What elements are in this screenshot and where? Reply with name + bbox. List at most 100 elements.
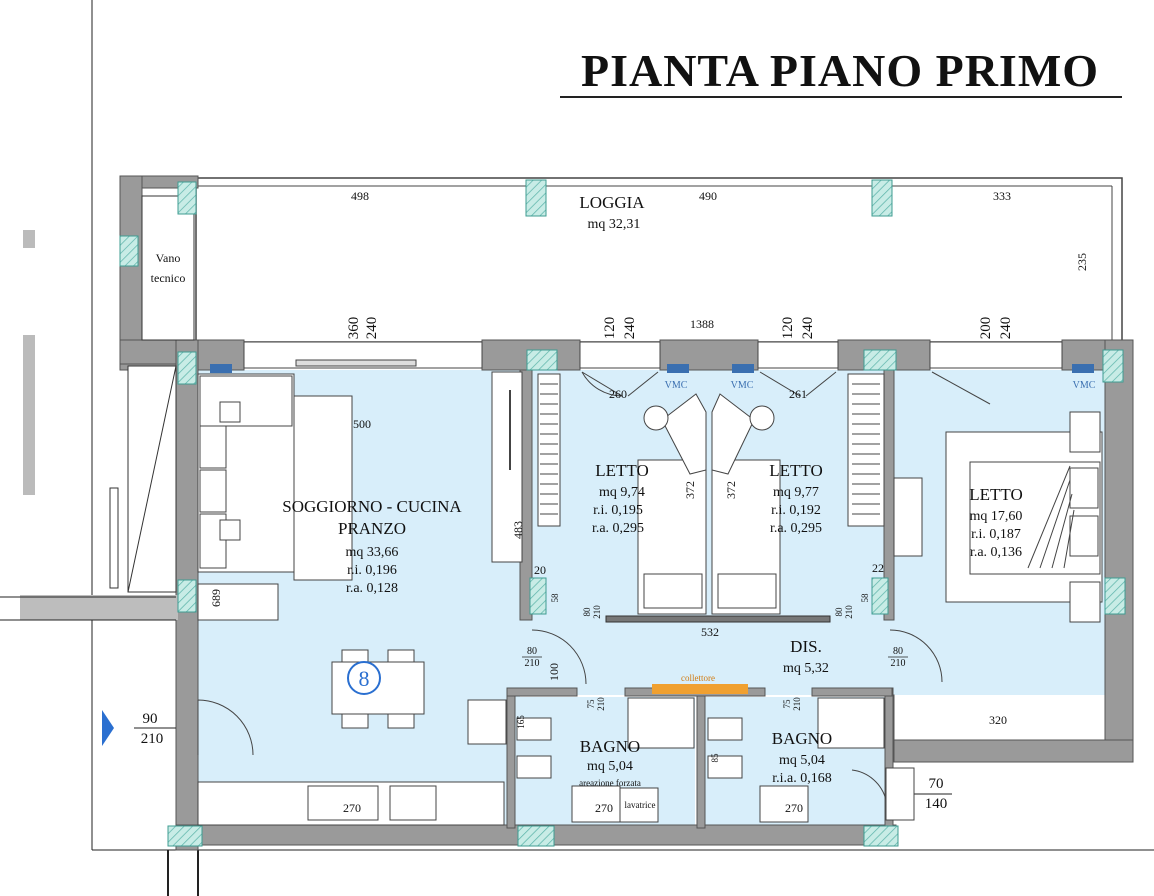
letto3-name: LETTO	[969, 485, 1023, 504]
sliding-door	[605, 615, 831, 623]
letto1-ri: r.i. 0,195	[593, 503, 643, 518]
dim-270-bagno1: 270	[595, 801, 613, 815]
dim-120-b: 120	[780, 317, 796, 340]
dim-532: 532	[701, 625, 719, 639]
collettore-bar	[652, 684, 748, 694]
svg-text:80: 80	[582, 607, 592, 617]
shaft-diagonal	[127, 365, 177, 593]
desks	[643, 393, 775, 475]
windows	[243, 341, 1063, 369]
dim-165: 165	[516, 715, 526, 729]
bagno1-name: BAGNO	[580, 737, 640, 756]
letto2-ri: r.i. 0,192	[771, 503, 821, 518]
svg-text:210: 210	[592, 605, 602, 619]
soggiorno-ri: r.i. 0,196	[347, 563, 397, 578]
dim-235: 235	[1075, 253, 1089, 271]
dim-261: 261	[789, 387, 807, 401]
kitchen-sink	[307, 785, 379, 821]
vmc-label-2: VMC	[665, 380, 688, 391]
vano-label-1: Vano	[156, 251, 181, 265]
dim-372-a: 372	[683, 481, 697, 499]
side-door-width: 70	[929, 776, 944, 792]
dim-58-b: 58	[860, 593, 870, 603]
svg-text:80: 80	[834, 607, 844, 617]
bagno1-note: areazione forzata	[579, 778, 641, 788]
dim-240-d: 240	[998, 317, 1014, 340]
entry-arrow-icon	[102, 710, 114, 746]
soggiorno-ra: r.a. 0,128	[346, 581, 398, 596]
bagno1-area: mq 5,04	[587, 759, 633, 774]
svg-text:75: 75	[782, 699, 792, 709]
dim-270-bagno2: 270	[785, 801, 803, 815]
letto1-area: mq 9,74	[599, 485, 645, 500]
soggiorno-name-1: SOGGIORNO - CUCINA	[282, 497, 462, 516]
vmc-markers	[210, 364, 1094, 373]
kitchen-hob	[389, 785, 437, 821]
vmc-label-4: VMC	[1073, 380, 1096, 391]
dim-200: 200	[978, 317, 994, 340]
dim-85: 85	[710, 753, 720, 763]
sideboard	[197, 583, 279, 621]
wardrobe-hangers-2	[852, 383, 880, 515]
beds	[637, 411, 1103, 623]
vano-tecnico	[141, 195, 195, 341]
dim-260: 260	[609, 387, 627, 401]
side-door-frame	[885, 767, 915, 821]
svg-text:210: 210	[596, 697, 606, 711]
tv-unit	[293, 395, 353, 581]
sofa	[197, 373, 295, 573]
letto2-name: LETTO	[769, 461, 823, 480]
soggiorno-area: mq 33,66	[346, 545, 399, 560]
letto3-ri: r.i. 0,187	[971, 527, 1021, 542]
dim-372-b: 372	[724, 481, 738, 499]
svg-text:210: 210	[792, 697, 802, 711]
dis-area: mq 5,32	[783, 661, 829, 676]
bagno2-ria: r.i.a. 0,168	[772, 771, 832, 786]
vmc-label-3: VMC	[731, 380, 754, 391]
svg-text:210: 210	[891, 658, 906, 669]
bathroom-fixtures	[516, 697, 885, 823]
door-labels: 80 210 80 210 80 210 80 210 75 210 75 21…	[525, 605, 906, 711]
dim-100: 100	[547, 663, 561, 681]
dim-320: 320	[989, 713, 1007, 727]
lavatrice-label: lavatrice	[625, 800, 656, 810]
dim-270-kitchen: 270	[343, 801, 361, 815]
letto1-name: LETTO	[595, 461, 649, 480]
left-marker-b	[23, 335, 35, 495]
side-door-height: 140	[925, 796, 948, 812]
entry-door-swing	[197, 699, 254, 756]
dim-120-a: 120	[602, 317, 618, 340]
letto1-ra: r.a. 0,295	[592, 521, 644, 536]
letto3-area: mq 17,60	[970, 509, 1023, 524]
dim-22: 22	[872, 561, 884, 575]
dim-58-a: 58	[550, 593, 560, 603]
bagno2-name: BAGNO	[772, 729, 832, 748]
wardrobes-bedrooms	[537, 373, 885, 527]
letto2-ra: r.a. 0,295	[770, 521, 822, 536]
pillars	[119, 179, 1126, 847]
unit-number-circle	[347, 661, 381, 695]
bedspread-folds	[1027, 465, 1075, 569]
dim-490: 490	[699, 189, 717, 203]
svg-text:80: 80	[527, 646, 537, 657]
loggia-name: LOGGIA	[579, 193, 645, 212]
entry-door-width: 90	[143, 711, 158, 727]
entrance-corridor	[20, 595, 178, 620]
floor-dis	[520, 620, 890, 695]
letto3-ra: r.a. 0,136	[970, 545, 1022, 560]
soggiorno-name-2: PRANZO	[338, 519, 406, 538]
door-swings	[531, 371, 991, 801]
loggia-area: mq 32,31	[588, 217, 641, 232]
fridge	[467, 699, 507, 745]
dim-1388: 1388	[690, 317, 714, 331]
collettore-label: collettore	[681, 673, 715, 683]
unit-number: 8	[359, 666, 370, 691]
shaft-edge	[109, 487, 119, 589]
dis-name: DIS.	[790, 637, 822, 656]
svg-text:210: 210	[844, 605, 854, 619]
wardrobe-soggiorno	[491, 371, 523, 563]
bagno2-area: mq 5,04	[779, 753, 825, 768]
dim-689: 689	[209, 589, 223, 607]
dim-360: 360	[346, 317, 362, 340]
